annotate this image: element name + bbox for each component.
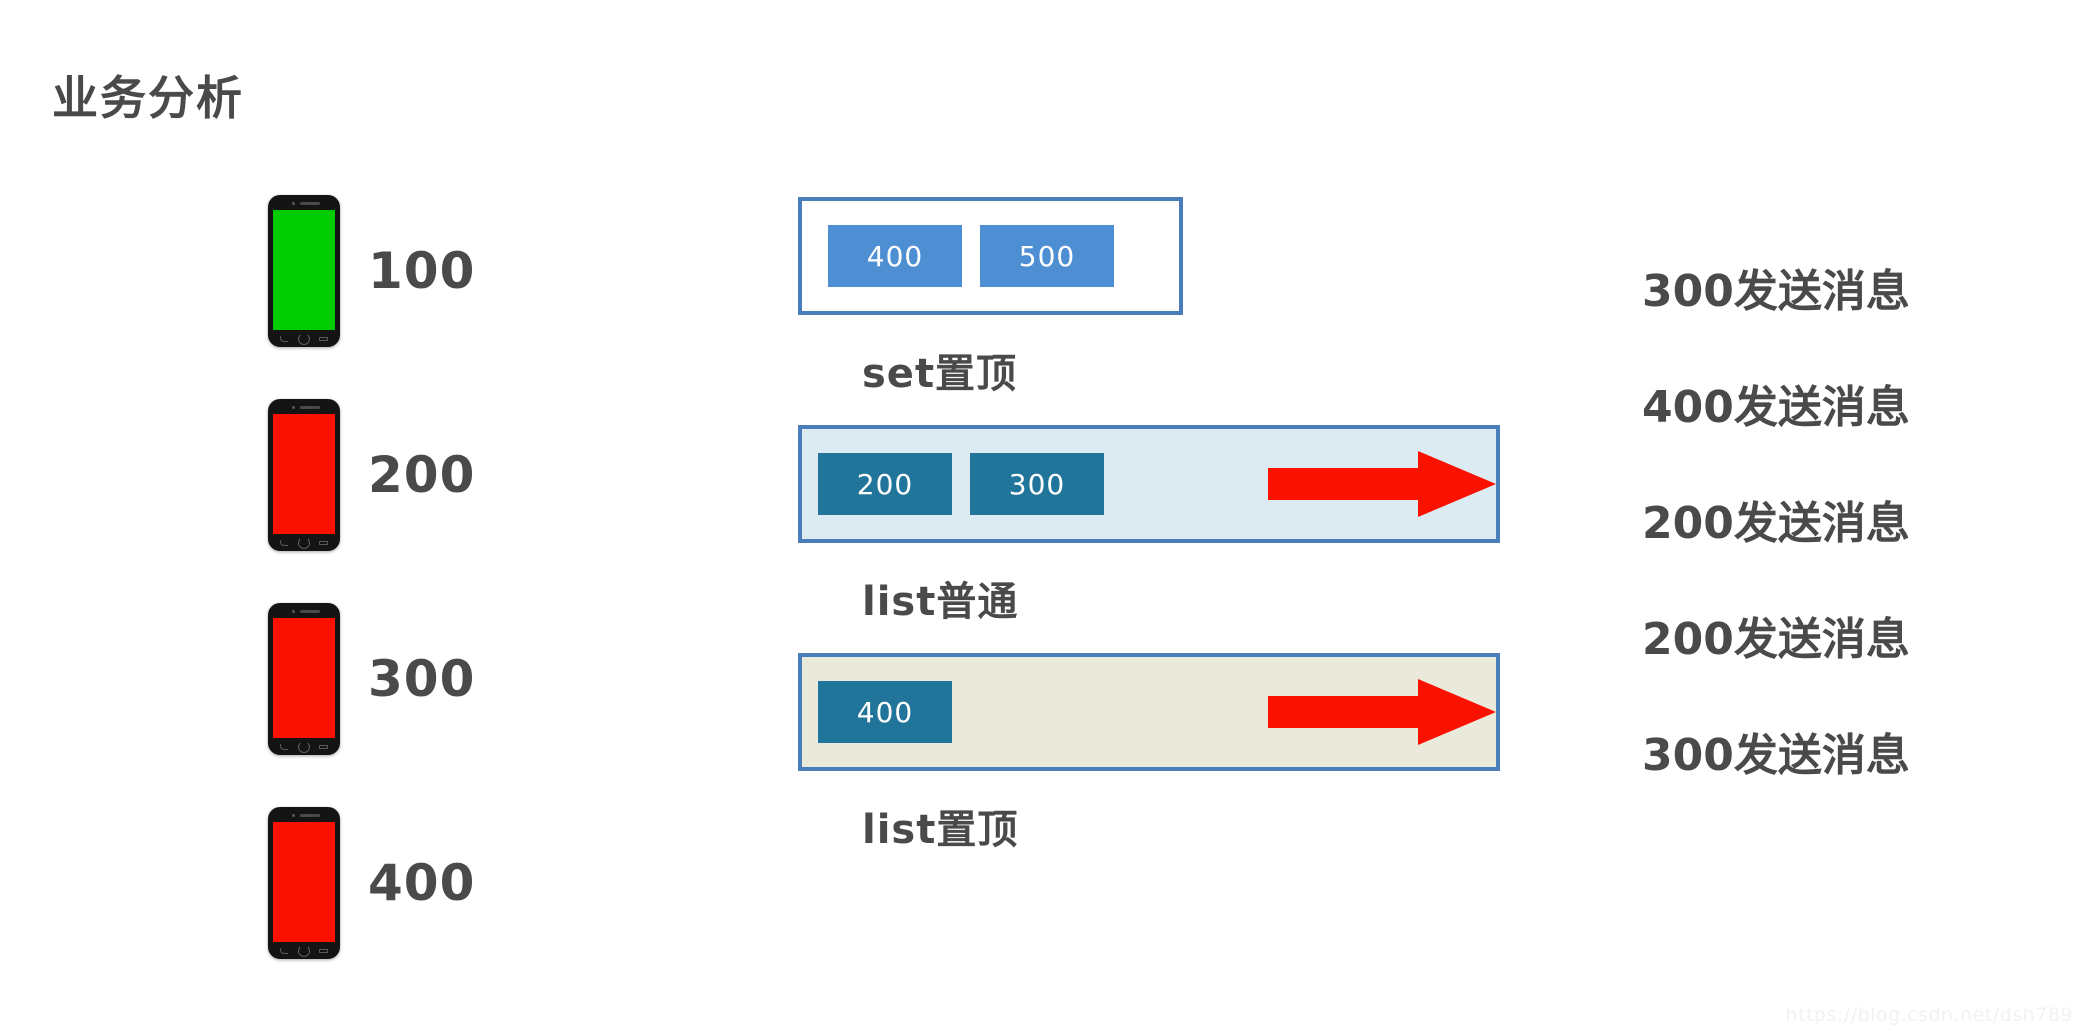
back-icon — [280, 744, 288, 750]
camera-icon — [292, 202, 295, 205]
page-title: 业务分析 — [52, 71, 244, 125]
set-cell: 500 — [980, 225, 1114, 287]
speaker-icon — [300, 406, 320, 409]
recent-apps-icon — [319, 745, 328, 749]
arrow-right-icon — [1268, 679, 1496, 745]
message-item: 400发送消息 — [1642, 382, 1910, 433]
phone-screen — [273, 822, 335, 942]
phone-screen — [273, 414, 335, 534]
phone-bottom-bezel — [268, 942, 340, 959]
set-top-container: 400 500 — [798, 197, 1183, 315]
phone-icon — [268, 603, 340, 755]
phone-top-bezel — [268, 399, 340, 414]
phone-screen — [273, 618, 335, 738]
list-cell: 200 — [818, 453, 952, 515]
device-id-label: 300 — [368, 650, 476, 708]
device-id-label: 100 — [368, 242, 476, 300]
list-item[interactable]: 400 — [268, 807, 528, 959]
speaker-icon — [300, 610, 320, 613]
back-icon — [280, 336, 288, 342]
recent-apps-icon — [319, 337, 328, 341]
camera-icon — [292, 814, 295, 817]
home-icon — [298, 333, 310, 345]
list-cell: 400 — [818, 681, 952, 743]
phone-icon — [268, 807, 340, 959]
phone-top-bezel — [268, 807, 340, 822]
back-icon — [280, 948, 288, 954]
set-top-caption: set置顶 — [862, 351, 1018, 397]
phone-bottom-bezel — [268, 534, 340, 551]
device-id-label: 400 — [368, 854, 476, 912]
phone-icon — [268, 195, 340, 347]
list-cell: 300 — [970, 453, 1104, 515]
watermark: https://blog.csdn.net/dsh789 — [1785, 1004, 2073, 1026]
recent-apps-icon — [319, 541, 328, 545]
phone-icon — [268, 399, 340, 551]
phone-bottom-bezel — [268, 738, 340, 755]
speaker-icon — [300, 202, 320, 205]
home-icon — [298, 537, 310, 549]
device-id-label: 200 — [368, 446, 476, 504]
phone-bottom-bezel — [268, 330, 340, 347]
list-normal-caption: list普通 — [862, 579, 1019, 625]
phone-top-bezel — [268, 603, 340, 618]
diagram-column: 400 500 set置顶 200 300 list普通 400 list置顶 — [798, 197, 1500, 881]
message-item: 300发送消息 — [1642, 730, 1910, 781]
camera-icon — [292, 406, 295, 409]
list-item[interactable]: 100 — [268, 195, 528, 347]
home-icon — [298, 945, 310, 957]
list-item[interactable]: 300 — [268, 603, 528, 755]
speaker-icon — [300, 814, 320, 817]
list-normal-container: 200 300 — [798, 425, 1500, 543]
recent-apps-icon — [319, 949, 328, 953]
back-icon — [280, 540, 288, 546]
device-list: 100 200 — [268, 195, 528, 1011]
home-icon — [298, 741, 310, 753]
message-item: 300发送消息 — [1642, 266, 1910, 317]
arrow-right-icon — [1268, 451, 1496, 517]
list-top-caption: list置顶 — [862, 807, 1019, 853]
message-item: 200发送消息 — [1642, 614, 1910, 665]
message-item: 200发送消息 — [1642, 498, 1910, 549]
camera-icon — [292, 610, 295, 613]
phone-top-bezel — [268, 195, 340, 210]
list-item[interactable]: 200 — [268, 399, 528, 551]
list-top-container: 400 — [798, 653, 1500, 771]
message-log: 300发送消息 400发送消息 200发送消息 200发送消息 300发送消息 — [1642, 255, 2042, 835]
set-cell: 400 — [828, 225, 962, 287]
phone-screen — [273, 210, 335, 330]
